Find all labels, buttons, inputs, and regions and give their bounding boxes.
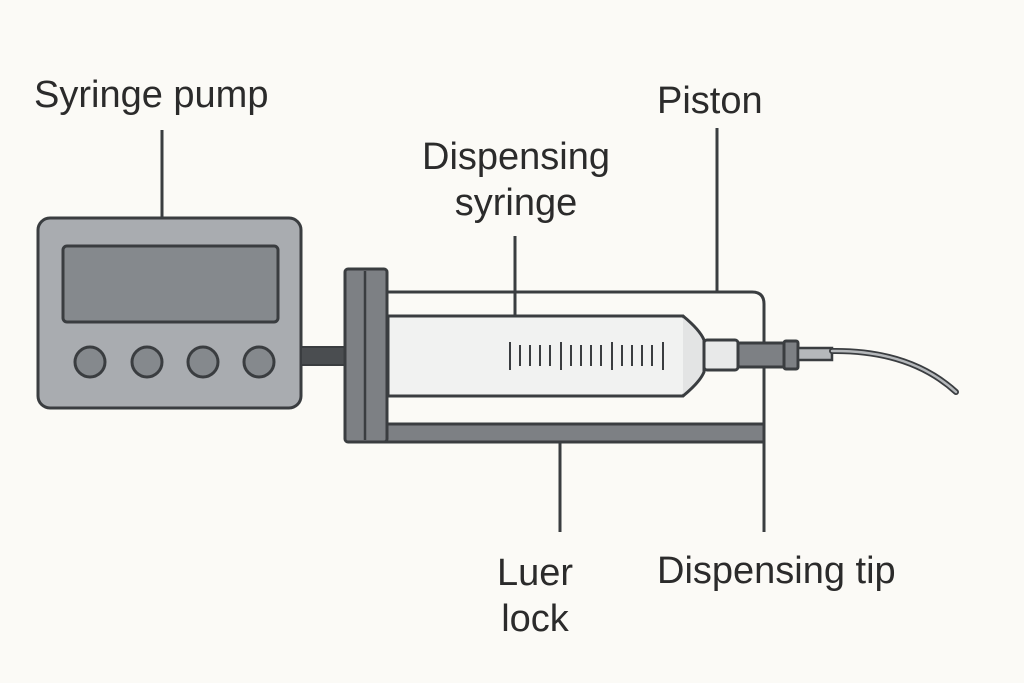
label-syringe-pump: Syringe pump — [34, 74, 269, 116]
label-dispensing-tip: Dispensing tip — [657, 550, 896, 592]
drive-rod — [300, 346, 348, 366]
pump-screen — [61, 244, 280, 324]
piston-bracket — [388, 290, 766, 330]
label-luer-lock: Luer lock — [455, 550, 615, 642]
luer-lock — [702, 338, 834, 372]
label-dispensing-syringe: Dispensing syringe — [370, 134, 662, 226]
tip-connector — [796, 346, 834, 362]
pump-button-2[interactable] — [130, 345, 164, 379]
syringe-shoulder — [682, 314, 706, 398]
label-luer-lock-line1: Luer — [496, 552, 574, 594]
luer-lock-hub — [702, 338, 740, 372]
pump-button-1[interactable] — [73, 345, 107, 379]
syringe-pump — [36, 216, 303, 410]
label-luer-lock-line2: lock — [501, 598, 569, 640]
syringe-graduations — [509, 342, 664, 370]
dispensing-tip-inner — [830, 349, 958, 394]
luer-lock-collar — [736, 341, 788, 369]
label-dispensing-syringe-line2: syringe — [454, 182, 578, 224]
luer-lock-ring — [782, 339, 800, 371]
label-piston: Piston — [657, 80, 763, 122]
dispensing-syringe — [386, 314, 706, 398]
frame-base-rail — [382, 422, 766, 444]
pump-button-3[interactable] — [186, 345, 220, 379]
label-dispensing-syringe-line1: Dispensing — [422, 136, 610, 178]
pump-button-4[interactable] — [242, 345, 276, 379]
